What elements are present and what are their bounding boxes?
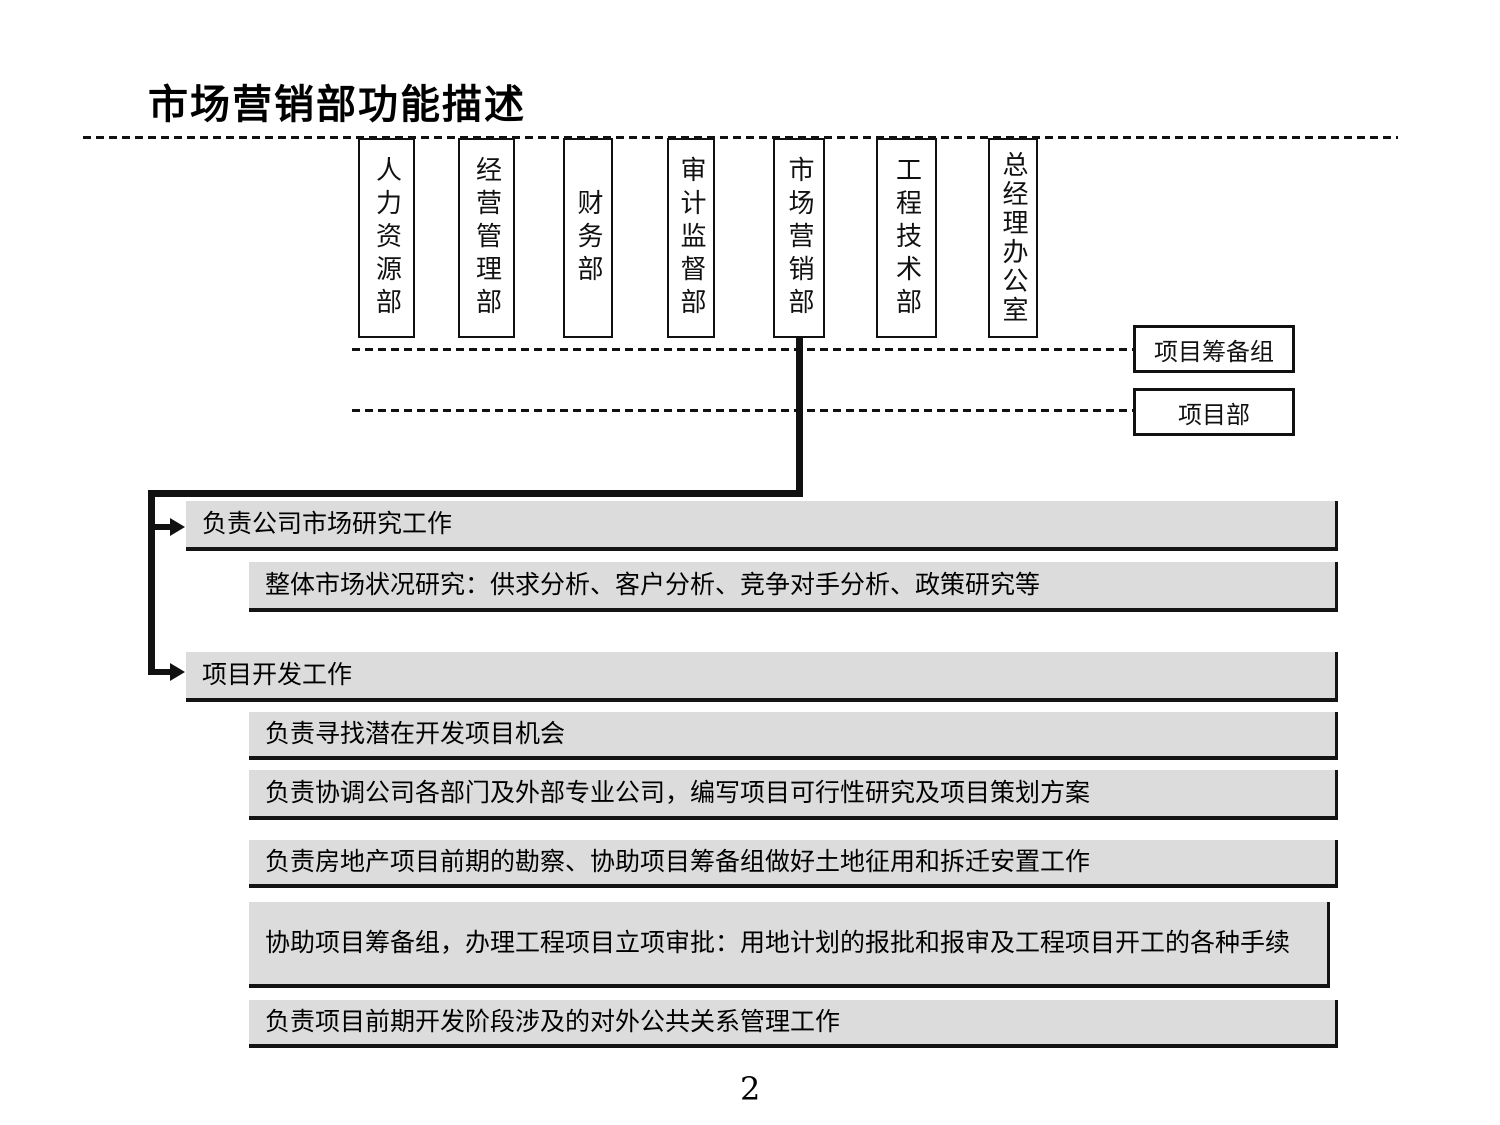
dept-label: 人力资源部 xyxy=(371,155,402,321)
bar-label: 负责房地产项目前期的勘察、协助项目筹备组做好土地征用和拆迁安置工作 xyxy=(265,847,1091,876)
bar-label: 整体市场状况研究：供求分析、客户分析、竞争对手分析、政策研究等 xyxy=(265,570,1041,599)
dept-box-operations-management: 经营管理部 xyxy=(458,138,515,338)
dept-label: 财务部 xyxy=(573,188,603,288)
dept-box-engineering-technology: 工程技术部 xyxy=(876,138,937,338)
side-box-project-department: 项目部 xyxy=(1133,388,1295,436)
side-box-label: 项目部 xyxy=(1178,400,1250,429)
title-divider-dashed-line xyxy=(83,136,1398,139)
bar-label: 负责寻找潜在开发项目机会 xyxy=(265,719,566,748)
dept-box-audit-supervision: 审计监督部 xyxy=(667,138,715,338)
dept-box-general-manager-office: 总经理办公室 xyxy=(988,138,1038,338)
bar-label: 项目开发工作 xyxy=(202,660,353,689)
dept-label: 审计监督部 xyxy=(676,155,706,321)
bar-survey-land-requisition: 负责房地产项目前期的勘察、协助项目筹备组做好土地征用和拆迁安置工作 xyxy=(249,840,1338,888)
dept-label: 工程技术部 xyxy=(891,155,922,321)
bar-public-relations-management: 负责项目前期开发阶段涉及的对外公共关系管理工作 xyxy=(249,1000,1338,1048)
connector-left-vertical xyxy=(148,490,155,675)
dashed-connector-project-prep-group xyxy=(352,348,1133,351)
side-box-label: 项目筹备组 xyxy=(1154,337,1274,366)
dept-label: 经营管理部 xyxy=(471,155,502,321)
bar-coordinate-feasibility-study: 负责协调公司各部门及外部专业公司，编写项目可行性研究及项目策划方案 xyxy=(249,770,1338,820)
arrow-icon-market-research xyxy=(170,518,185,536)
bar-find-project-opportunities: 负责寻找潜在开发项目机会 xyxy=(249,712,1338,760)
page-number: 2 xyxy=(740,1070,761,1108)
bar-label: 负责协调公司各部门及外部专业公司，编写项目可行性研究及项目策划方案 xyxy=(265,778,1091,807)
dept-box-marketing: 市场营销部 xyxy=(773,138,825,338)
dept-label: 总经理办公室 xyxy=(998,151,1028,325)
arrow-icon-project-development xyxy=(170,663,185,681)
bar-label: 协助项目筹备组，办理工程项目立项审批：用地计划的报批和报审及工程项目开工的各种手… xyxy=(265,928,1291,957)
bar-project-development: 项目开发工作 xyxy=(186,652,1338,702)
bar-market-research-detail: 整体市场状况研究：供求分析、客户分析、竞争对手分析、政策研究等 xyxy=(249,562,1338,612)
dept-box-human-resources: 人力资源部 xyxy=(358,138,415,338)
dept-label: 市场营销部 xyxy=(784,155,814,321)
bar-label: 负责公司市场研究工作 xyxy=(202,509,453,538)
side-box-project-preparation-group: 项目筹备组 xyxy=(1133,325,1295,373)
page-title: 市场营销部功能描述 xyxy=(148,82,526,128)
bar-market-research: 负责公司市场研究工作 xyxy=(186,501,1338,551)
dept-box-finance: 财务部 xyxy=(563,138,613,338)
connector-horizontal xyxy=(148,490,803,497)
bar-label: 负责项目前期开发阶段涉及的对外公共关系管理工作 xyxy=(265,1007,841,1036)
dashed-connector-project-dept xyxy=(352,409,1133,412)
arrow-stem-market-research xyxy=(152,524,172,530)
bar-project-approval-procedures: 协助项目筹备组，办理工程项目立项审批：用地计划的报批和报审及工程项目开工的各种手… xyxy=(249,902,1330,988)
connector-marketing-stem-vertical xyxy=(796,338,803,497)
arrow-stem-project-development xyxy=(152,669,172,675)
